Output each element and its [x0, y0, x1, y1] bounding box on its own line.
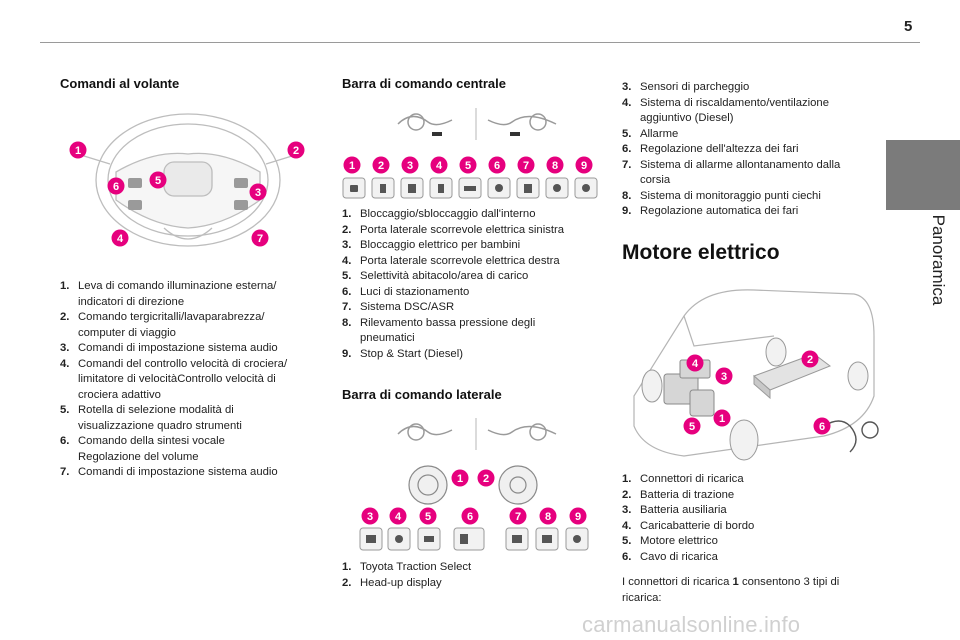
list-item: 7.Sistema di allarme allontanamento dall…: [622, 158, 841, 187]
steering-callout-5: 5: [155, 175, 161, 187]
page-number: 5: [904, 18, 913, 35]
side-callout-7: 7: [515, 511, 521, 523]
electric-motor-list: 1.Connettori di ricarica 2.Batteria di t…: [622, 472, 882, 565]
traction-dial-icon: [408, 465, 538, 505]
side-bar-list: 1.Toyota Traction Select 2.Head-up displ…: [342, 560, 612, 591]
center-callout-8: 8: [552, 160, 558, 172]
list-item: 8.Sistema di monitoraggio punti ciechi: [622, 189, 821, 202]
list-item: 4.Porta laterale scorrevole elettrica de…: [342, 254, 560, 267]
dashboard-sketch-icon: [397, 108, 557, 140]
center-callout-3: 3: [407, 160, 413, 172]
steering-callout-6: 6: [113, 181, 119, 193]
list-item: 7.Comandi di impostazione sistema audio: [60, 466, 278, 478]
side-bar-list-continued: 3.Sensori di parcheggio 4.Sistema di ris…: [622, 80, 882, 220]
watermark: carmanualsonline.info: [582, 612, 801, 637]
list-item: 6.Cavo di ricarica: [622, 550, 718, 563]
list-item: 3.Batteria ausiliaria: [622, 504, 727, 516]
list-item: 9.Regolazione automatica dei fari: [622, 205, 799, 217]
center-bar-buttons: [342, 177, 598, 199]
center-callout-9: 9: [581, 160, 587, 172]
electric-motor-heading: Motore elettrico: [622, 241, 780, 264]
charging-paragraph: I connettori di ricarica 1 consentono 3 …: [622, 576, 840, 604]
list-item: 1.Connettori di ricarica: [622, 473, 744, 485]
list-item: 6.Luci di stazionamento: [342, 285, 470, 298]
side-bar-heading: Barra di comando laterale: [342, 387, 502, 402]
side-bar-buttons: [359, 527, 589, 551]
list-item: 5.Allarme: [622, 127, 679, 140]
side-callout-4: 4: [395, 511, 402, 523]
center-callout-1: 1: [349, 160, 355, 172]
center-bar-list: 1.Bloccaggio/sbloccaggio dall'interno 2.…: [342, 207, 612, 362]
list-item: 6.Regolazione dell'altezza dei fari: [622, 143, 799, 155]
list-item: 4.Comandi del controllo velocità di croc…: [60, 357, 288, 401]
steering-list: 1.Leva di comando illuminazione esterna/…: [60, 279, 330, 481]
list-item: 1.Leva di comando illuminazione esterna/…: [60, 280, 277, 308]
motor-callout-1: 1: [719, 413, 725, 425]
list-item: 1.Bloccaggio/sbloccaggio dall'interno: [342, 208, 536, 220]
center-callout-7: 7: [523, 160, 529, 172]
side-callout-9: 9: [575, 511, 581, 523]
section-tab-label-wrap: Panoramica: [908, 210, 948, 330]
steering-callout-7: 7: [257, 233, 263, 245]
list-item: 2.Batteria di trazione: [622, 488, 735, 501]
steering-callout-1: 1: [75, 145, 81, 157]
center-callout-5: 5: [465, 160, 471, 172]
section-tab: [886, 140, 960, 210]
list-item: 9.Stop & Start (Diesel): [342, 347, 463, 360]
side-callout-6: 6: [467, 511, 473, 523]
side-callout-5: 5: [425, 511, 431, 523]
center-callout-6: 6: [494, 160, 500, 172]
side-callout-2: 2: [483, 473, 489, 485]
list-item: 1.Toyota Traction Select: [342, 561, 472, 573]
list-item: 2.Comando tergicritalli/lavaparabrezza/c…: [60, 311, 265, 339]
center-bar-heading: Barra di comando centrale: [342, 76, 506, 91]
list-item: 5.Motore elettrico: [622, 535, 718, 547]
list-item: 3.Bloccaggio elettrico per bambini: [342, 239, 521, 251]
steering-callout-4: 4: [117, 233, 124, 245]
side-callout-1: 1: [457, 473, 463, 485]
motor-callout-2: 2: [807, 354, 813, 366]
center-callout-2: 2: [378, 160, 384, 172]
steering-wheel-illustration: [83, 113, 293, 247]
section-tab-label: Panoramica: [929, 214, 948, 306]
header-rule: [40, 42, 920, 43]
list-item: 3.Comandi di impostazione sistema audio: [60, 342, 278, 354]
steering-callout-2: 2: [293, 145, 299, 157]
list-item: 3.Sensori di parcheggio: [622, 81, 750, 93]
list-item: 2.Head-up display: [342, 576, 442, 589]
steering-heading: Comandi al volante: [60, 76, 180, 91]
side-callout-8: 8: [545, 511, 551, 523]
motor-callout-6: 6: [819, 421, 825, 433]
side-callout-3: 3: [367, 511, 373, 523]
center-callout-4: 4: [436, 160, 443, 172]
motor-callout-4: 4: [692, 358, 699, 370]
motor-callout-5: 5: [689, 421, 695, 433]
list-item: 7.Sistema DSC/ASR: [342, 301, 455, 313]
motor-callout-3: 3: [721, 371, 727, 383]
dashboard-side-sketch-icon: [397, 418, 557, 450]
list-item: 2.Porta laterale scorrevole elettrica si…: [342, 223, 565, 236]
list-item: 4.Caricabatterie di bordo: [622, 519, 755, 532]
steering-callout-3: 3: [255, 187, 261, 199]
list-item: 5.Selettività abitacolo/area di carico: [342, 270, 529, 282]
vehicle-powertrain-illustration: [633, 289, 879, 461]
